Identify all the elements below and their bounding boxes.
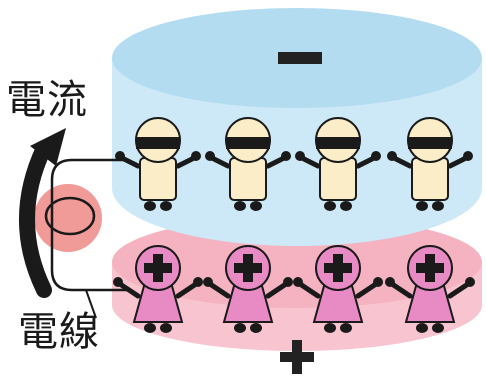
- current-label: 電流: [6, 77, 88, 123]
- minus-mark: [136, 137, 180, 149]
- positive-sign: [280, 340, 314, 374]
- wire-glow: [34, 184, 102, 252]
- wire: [50, 158, 128, 292]
- wire-coil: [44, 196, 96, 236]
- wire-label: 電線: [18, 309, 100, 355]
- proton-figure: [113, 245, 203, 333]
- minus-mark: [316, 137, 360, 149]
- electron-figure: [115, 117, 201, 211]
- plus-mark-v: [243, 254, 253, 282]
- electron-figure: [205, 117, 291, 211]
- electron-figure: [387, 117, 473, 211]
- proton-figure: [293, 245, 383, 333]
- minus-mark: [408, 137, 452, 149]
- wire-leader-line: [85, 289, 97, 319]
- electron-figure: [295, 117, 381, 211]
- proton-figure: [385, 245, 475, 333]
- plus-mark-v: [153, 254, 163, 282]
- proton-figure: [203, 245, 293, 333]
- negative-sign: [278, 52, 322, 64]
- plus-mark-v: [425, 254, 435, 282]
- current-arrow: [19, 128, 66, 298]
- minus-mark: [226, 137, 270, 149]
- plus-mark-v: [333, 254, 343, 282]
